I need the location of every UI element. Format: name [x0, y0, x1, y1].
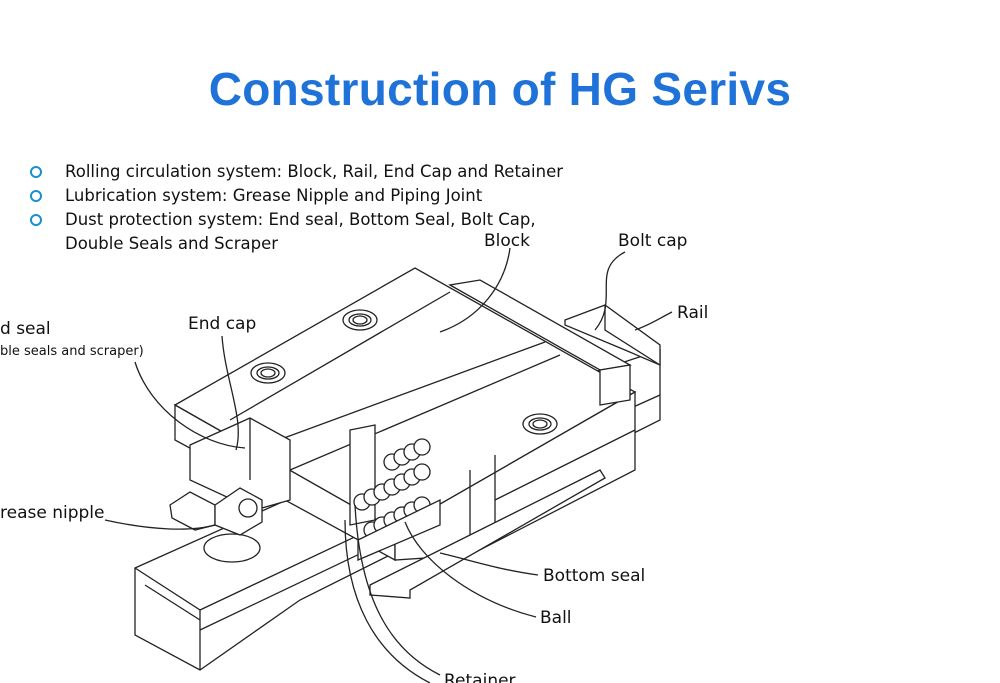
label-bolt-cap: Bolt cap [618, 231, 687, 251]
label-grease-nipple: rease nipple [0, 503, 104, 523]
bottom-seal-shape [369, 469, 606, 599]
label-bottom-seal: Bottom seal [543, 566, 645, 586]
bullet-text-continuation: Double Seals and Scraper [65, 234, 279, 253]
bullet-text: Rolling circulation system: Block, Rail,… [65, 162, 564, 181]
bullet-item: Dust protection system: End seal, Bottom… [30, 208, 590, 256]
label-end-cap: End cap [188, 314, 256, 334]
bolt-hole-icon [250, 362, 286, 384]
label-block: Block [484, 231, 530, 251]
leader-lines [104, 247, 673, 683]
bullet-circle-icon [30, 214, 42, 226]
label-end-seal-note: ble seals and scraper) [0, 344, 144, 359]
label-ball: Ball [540, 608, 572, 628]
bullet-item: Rolling circulation system: Block, Rail,… [30, 160, 590, 184]
bolt-hole-icon [522, 413, 558, 435]
bullet-circle-icon [30, 190, 42, 202]
label-rail: Rail [677, 303, 708, 323]
label-end-seal: d seal [0, 319, 51, 339]
grease-nipple-icon [169, 487, 263, 563]
page-title: Construction of HG Serivs [208, 63, 792, 115]
bolt-hole-icon [342, 309, 378, 331]
bullet-text: Dust protection system: End seal, Bottom… [65, 210, 536, 229]
ball-rows [353, 438, 441, 561]
bullet-item: Lubrication system: Grease Nipple and Pi… [30, 184, 590, 208]
label-retainer: Retainer [444, 671, 516, 683]
bullet-list: Rolling circulation system: Block, Rail,… [30, 160, 590, 256]
bullet-text: Lubrication system: Grease Nipple and Pi… [65, 186, 483, 205]
bullet-circle-icon [30, 166, 42, 178]
